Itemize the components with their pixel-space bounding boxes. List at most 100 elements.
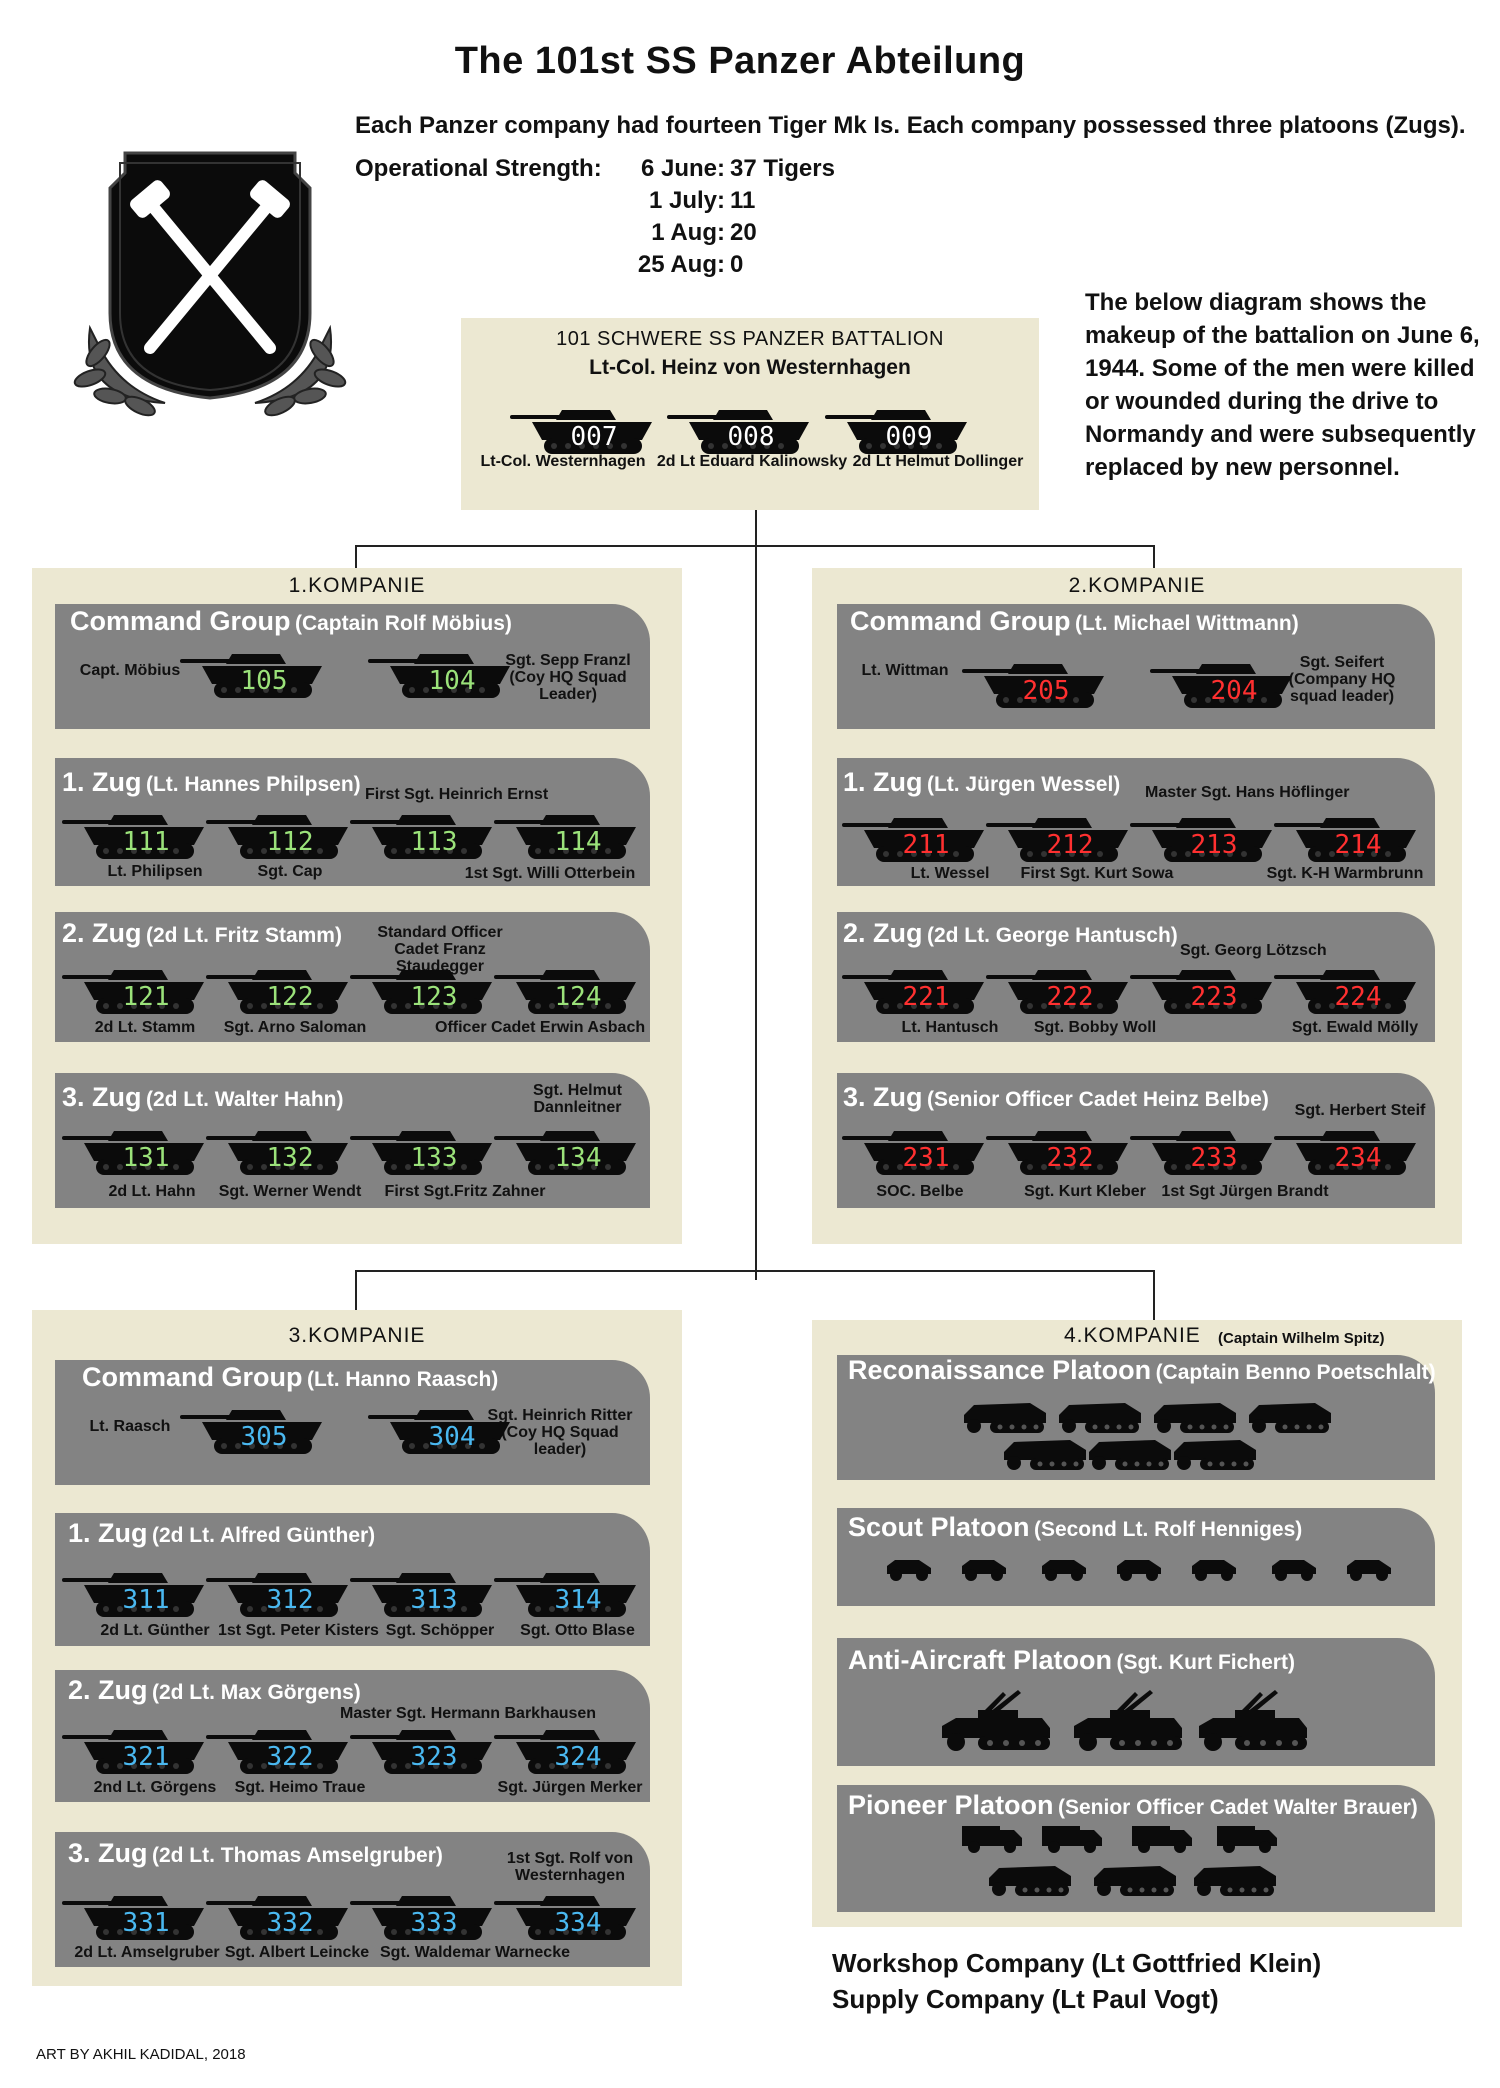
tank-commander-label: Sgt. K-H Warmbrunn (1266, 865, 1424, 882)
tank-number: 124 (554, 982, 602, 1012)
tiger-tank-icon: 223 (1130, 958, 1275, 1016)
kompanie-1-title: 1.KOMPANIE (288, 574, 426, 597)
tank-number: 222 (1046, 982, 1094, 1012)
platoon-leader: (Captain Benno Poetschlalt) (1155, 1361, 1436, 1384)
commander-label: Sgt. Sepp Franzl (Coy HQ Squad Leader) (505, 652, 631, 703)
tank-number: 322 (266, 1742, 314, 1772)
tank-number: 334 (554, 1908, 602, 1938)
tank-number: 213 (1190, 830, 1238, 860)
platoon-leader: (Sgt. Kurt Fichert) (1116, 1651, 1295, 1674)
tiger-tank-icon: 205 (962, 652, 1107, 710)
strength-date: 1 July: (648, 187, 725, 214)
tiger-tank-icon: 305 (180, 1398, 325, 1456)
tank-commander-label: Sgt. Jürgen Merker (497, 1779, 643, 1796)
tank-commander-label: Sgt. Bobby Woll (1033, 1019, 1157, 1036)
tiger-tank-icon: 313 (350, 1561, 495, 1619)
zug-member-label: Sgt. Georg Lötzsch (1180, 942, 1327, 959)
tiger-tank-icon: 214 (1274, 806, 1419, 864)
strength-value: 0 (730, 251, 744, 278)
zug-leader: (Lt. Hannes Philpsen) (145, 773, 361, 796)
zug-name: 3. Zug (843, 1082, 923, 1112)
tank-number: 234 (1334, 1143, 1382, 1173)
platoon-name: Scout Platoon (848, 1512, 1030, 1542)
tank-commander-label: Sgt. Schöpper (385, 1622, 495, 1639)
tank-commander-label: 1st Sgt. Peter Kisters (218, 1622, 379, 1639)
strength-date: 1 Aug: (651, 219, 725, 246)
tank-number: 134 (554, 1143, 602, 1173)
tank-number: 122 (266, 982, 314, 1012)
workshop-company: Workshop Company (Lt Gottfried Klein) (832, 1948, 1322, 1978)
group-leader: (Lt. Michael Wittmann) (1074, 612, 1299, 635)
truck-icon (1040, 1820, 1104, 1859)
tiger-tank-icon: 131 (62, 1119, 207, 1177)
connector-line (355, 1270, 1155, 1272)
kompanie-3-title: 3.KOMPANIE (288, 1324, 426, 1347)
connector-line (1153, 1270, 1155, 1322)
tank-number: 233 (1190, 1143, 1238, 1173)
tank-commander-label: First Sgt. Kurt Sowa (1020, 865, 1174, 882)
tiger-tank-icon: 134 (494, 1119, 639, 1177)
tank-number: 212 (1046, 830, 1094, 860)
tank-number: 114 (554, 827, 602, 857)
kubelwagen-icon (960, 1556, 1008, 1587)
platoon-leader: (Senior Officer Cadet Walter Brauer) (1058, 1796, 1418, 1819)
strength-value: 11 (730, 187, 756, 214)
tiger-tank-icon: 007 (510, 398, 655, 456)
tiger-tank-icon: 334 (494, 1884, 639, 1942)
truck-icon (960, 1820, 1024, 1859)
tiger-tank-icon: 323 (350, 1718, 495, 1776)
tank-commander-label: 2d Lt. Stamm (94, 1019, 196, 1036)
tiger-tank-icon: 314 (494, 1561, 639, 1619)
tank-commander-label: SOC. Belbe (876, 1183, 964, 1200)
tank-commander-label: 1st Sgt. Willi Otterbein (464, 865, 636, 882)
group-leader: (Lt. Hanno Raasch) (306, 1368, 499, 1391)
halftrack-icon (985, 1858, 1075, 1903)
tiger-tank-icon: 105 (180, 642, 325, 700)
zug-name: 2. Zug (843, 918, 923, 948)
halftrack-icon (1055, 1395, 1145, 1440)
tiger-tank-icon: 113 (350, 803, 495, 861)
connector-line (755, 510, 757, 1280)
tank-commander-label: Officer Cadet Erwin Asbach (435, 1019, 646, 1036)
group-name: Command Group (82, 1362, 303, 1392)
strength-date: 25 Aug: (637, 251, 725, 278)
platoon-leader: (Second Lt. Rolf Henniges) (1033, 1518, 1303, 1541)
zug-member-label: Sgt. Herbert Steif (1294, 1102, 1426, 1119)
tank-number: 221 (902, 982, 950, 1012)
tiger-tank-icon: 332 (206, 1884, 351, 1942)
zug-leader: (2d Lt. Fritz Stamm) (145, 924, 342, 947)
credit: ART BY AKHIL KADIDAL, 2018 (36, 2046, 246, 2063)
tank-commander-label: 1st Sgt Jürgen Brandt (1161, 1183, 1329, 1200)
tank-commander-label: Sgt. Arno Saloman (223, 1019, 367, 1036)
tiger-tank-icon: 121 (62, 958, 207, 1016)
zug-name: 2. Zug (62, 918, 142, 948)
tiger-tank-icon: 304 (368, 1398, 513, 1456)
group-leader: (Captain Rolf Möbius) (294, 612, 512, 635)
tiger-tank-icon: 232 (986, 1119, 1131, 1177)
tank-number: 223 (1190, 982, 1238, 1012)
tiger-tank-icon: 221 (842, 958, 987, 1016)
tank-commander-label: Sgt. Otto Blase (520, 1622, 635, 1639)
page-title: The 101st SS Panzer Abteilung (454, 40, 1026, 82)
tiger-tank-icon: 231 (842, 1119, 987, 1177)
tank-number: 305 (240, 1422, 288, 1452)
commander-label: Capt. Möbius (79, 662, 181, 679)
connector-line (355, 1270, 357, 1312)
zug-name: 2. Zug (68, 1675, 148, 1705)
zug-member-label: 1st Sgt. Rolf von Westernhagen (506, 1850, 634, 1884)
tank-number: 312 (266, 1585, 314, 1615)
strength-value: 37 Tigers (730, 155, 835, 182)
tank-number: 323 (410, 1742, 458, 1772)
tank-number: 311 (122, 1585, 170, 1615)
intro-text: Each Panzer company had fourteen Tiger M… (355, 112, 1466, 139)
group-name: Command Group (850, 606, 1071, 636)
tiger-tank-icon: 321 (62, 1718, 207, 1776)
zug-leader: (2d Lt. Walter Hahn) (145, 1088, 344, 1111)
flak-halftrack-icon (938, 1690, 1053, 1757)
k2-command-group (837, 604, 1435, 729)
tank-commander-label: 2d Lt Helmut Dollinger (852, 453, 1024, 470)
tank-number: 324 (554, 1742, 602, 1772)
halftrack-icon (1085, 1432, 1175, 1477)
zug-member-label: Sgt. Helmut Dannleitner (533, 1082, 622, 1116)
tank-commander-label: Sgt. Albert Leincke (224, 1944, 370, 1961)
